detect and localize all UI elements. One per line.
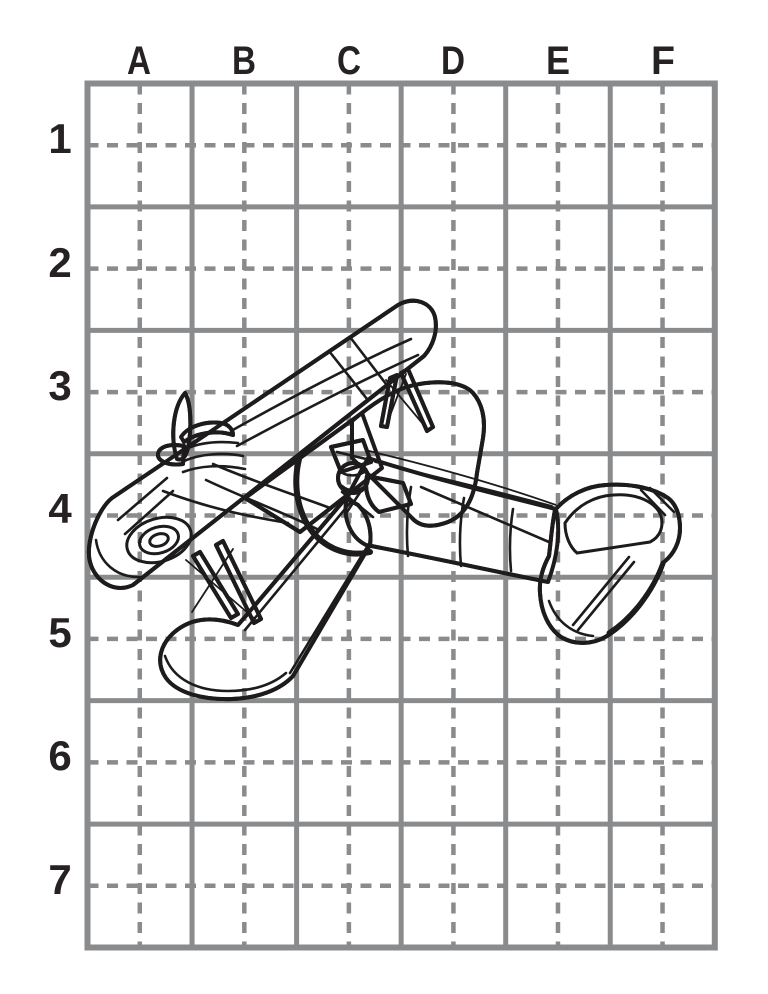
grid-row-labels: 1 2 3 4 5 6 7 [48,115,72,903]
biplane-line-art [86,298,682,702]
column-label: D [441,39,465,83]
grid-column-labels: A B C D E F [127,39,675,83]
lower-wing-details [163,501,369,693]
top-wing-details [94,335,420,579]
row-label: 3 [48,362,71,409]
row-label: 4 [48,485,72,532]
cockpit-details [293,450,375,557]
row-label: 5 [48,609,71,656]
row-label: 7 [48,856,71,903]
row-label: 1 [48,115,71,162]
left-strut [214,539,263,625]
row-label: 6 [48,732,71,779]
fuselage-details [368,450,557,573]
tail-details [547,486,676,638]
engine-louvres [161,440,290,525]
column-label: C [337,39,361,83]
column-label: A [127,39,151,83]
row-label: 2 [48,239,71,286]
column-label: B [232,39,256,83]
bracing-wires [185,373,429,620]
wing-roundel [125,515,193,565]
column-label: E [546,39,570,83]
biplane-drawing [86,298,682,702]
column-label: F [651,39,675,83]
